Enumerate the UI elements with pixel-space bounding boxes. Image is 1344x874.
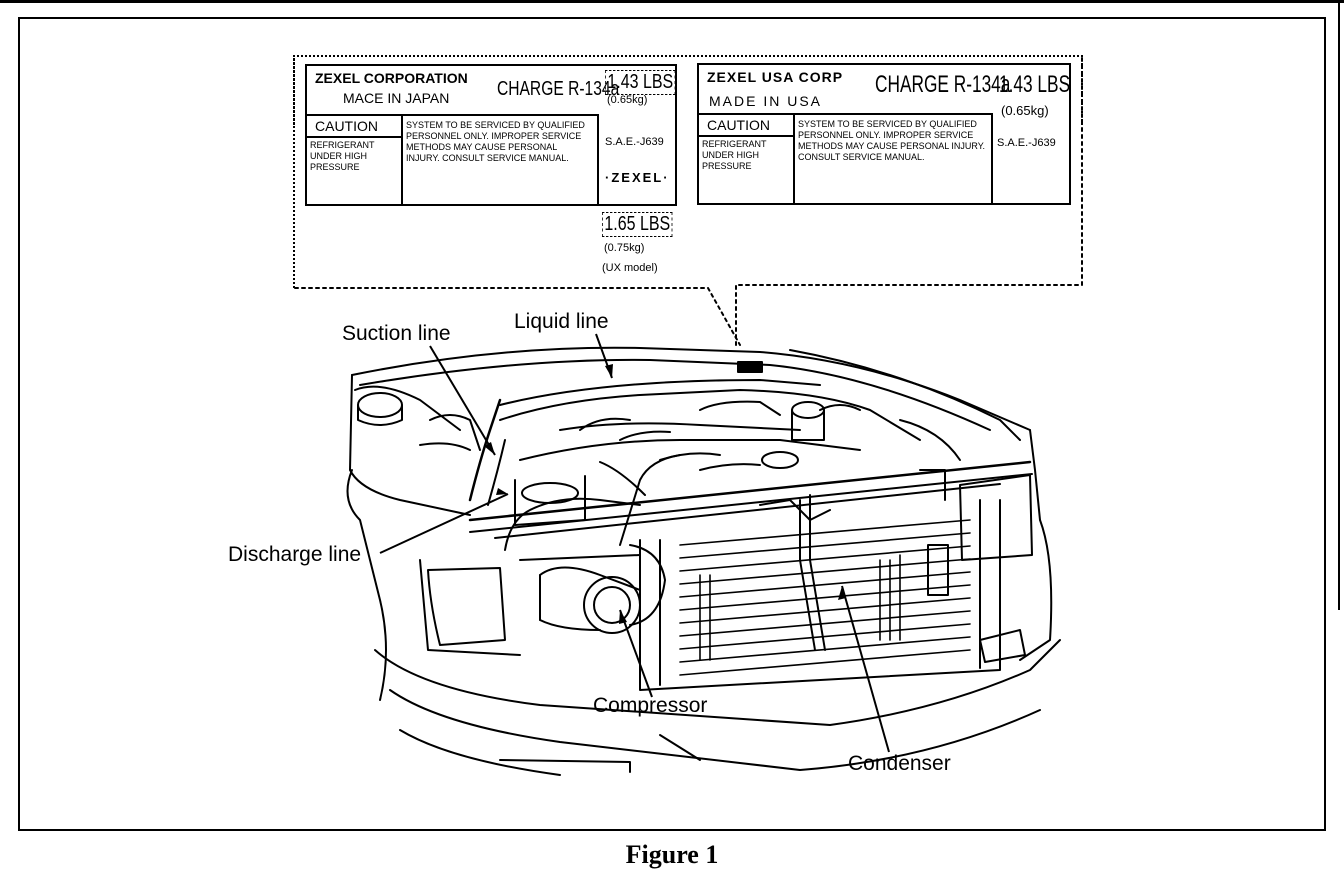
decal-made-in: MADE IN USA xyxy=(709,93,823,109)
decal-charge-kg: (0.65kg) xyxy=(1001,103,1049,118)
front-bumper xyxy=(374,639,1061,726)
figure-frame xyxy=(18,17,1326,831)
decal-caution-underline xyxy=(699,135,793,137)
liquid-hose xyxy=(499,379,821,406)
label-liquid-line: Liquid line xyxy=(514,310,609,333)
ux-charge-amount: 1.65 LBS xyxy=(602,212,673,237)
top-border-line xyxy=(0,0,1344,3)
decal-divider xyxy=(699,113,993,115)
decal-divider xyxy=(307,114,599,116)
decal-callout-left-line xyxy=(294,287,741,346)
label-discharge-line: Discharge line xyxy=(228,543,362,566)
suction-hose xyxy=(468,398,502,502)
label-compressor: Compressor xyxy=(593,694,708,717)
decal-divider-vertical xyxy=(793,113,795,205)
label-suction-line: Suction line xyxy=(342,322,451,345)
leader-arrowheads xyxy=(484,364,846,624)
discharge-hose xyxy=(504,497,641,551)
decal-caution: CAUTION xyxy=(707,117,770,133)
decal-service-text: SYSTEM TO BE SERVICED BY QUALIFIED PERSO… xyxy=(406,120,585,163)
decal-warning: REFRIGERANT UNDER HIGH PRESSURE xyxy=(702,139,767,171)
decal-standard: S.A.E.-J639 xyxy=(997,137,1056,149)
decal-charge: CHARGE R-134a xyxy=(875,71,1011,98)
label-condenser: Condenser xyxy=(848,752,951,775)
discharge-line-leader xyxy=(379,493,509,554)
decal-callout-right-line xyxy=(735,54,1083,346)
left-headlight xyxy=(427,567,506,646)
compressor-pulley xyxy=(593,586,631,624)
figure-caption: Figure 1 xyxy=(625,840,719,869)
decal-zexel-corporation: ZEXEL CORPORATION MACE IN JAPAN CHARGE R… xyxy=(305,64,677,206)
leader-lines xyxy=(379,333,890,753)
decal-brand: ·ZEXEL· xyxy=(605,170,670,185)
decal-charge-amount: 1.43 LBS xyxy=(999,71,1071,98)
decal-charge: CHARGE R-134a xyxy=(497,78,620,100)
compressor-leader xyxy=(619,609,653,698)
decal-made-in: MACE IN JAPAN xyxy=(343,90,450,106)
right-headlight xyxy=(959,474,1033,561)
condenser-leader xyxy=(841,585,890,753)
decal-warning: REFRIGERANT UNDER HIGH PRESSURE xyxy=(310,140,375,172)
decal-divider-vertical-right xyxy=(597,114,599,206)
decal-zexel-usa-corp: ZEXEL USA CORP MADE IN USA CHARGE R-134a… xyxy=(697,63,1071,205)
ux-model-label: (UX model) xyxy=(602,262,658,274)
decal-charge-kg: (0.65kg) xyxy=(607,94,648,106)
ux-charge-kg: (0.75kg) xyxy=(604,242,645,254)
right-border-line xyxy=(1338,0,1340,610)
decal-group-outline-sides xyxy=(293,55,295,288)
decal-caution: CAUTION xyxy=(315,118,378,134)
decal-divider-vertical-right xyxy=(991,113,993,205)
decal-company: ZEXEL CORPORATION xyxy=(315,70,468,86)
decal-service-text: SYSTEM TO BE SERVICED BY QUALIFIED PERSO… xyxy=(798,119,986,162)
decal-location-marker xyxy=(737,361,763,373)
decal-standard: S.A.E.-J639 xyxy=(605,136,664,148)
decal-caution-underline xyxy=(307,136,401,138)
suction-line-leader xyxy=(429,345,496,456)
decal-charge-amount: 1.43 LBS xyxy=(605,70,676,95)
decal-divider-vertical xyxy=(401,114,403,206)
decal-company: ZEXEL USA CORP xyxy=(707,69,844,85)
